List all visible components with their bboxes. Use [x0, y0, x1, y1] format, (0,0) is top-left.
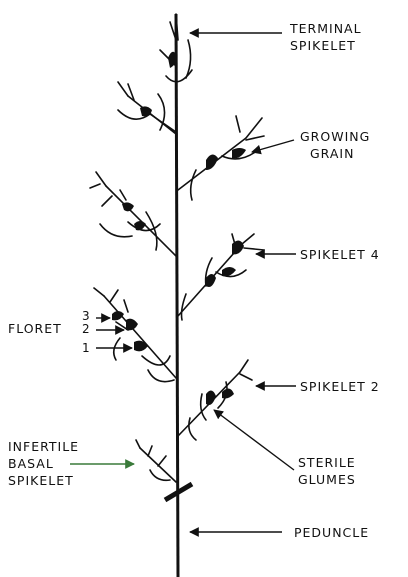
label-basal-line1: INFERTILE	[8, 438, 79, 455]
label-growing-line2: GRAIN	[300, 145, 370, 162]
left-spikelet-florets	[94, 288, 176, 382]
floret-3-grain	[112, 311, 124, 320]
label-sterile-line1: STERILE	[298, 454, 356, 471]
label-basal-line2: BASAL	[8, 455, 79, 472]
spikelet-2-grain-2	[206, 390, 216, 405]
right-spikelet-growing-grain	[178, 116, 264, 200]
label-basal-line3: SPIKELET	[8, 472, 79, 489]
left-spikelet-middle	[90, 172, 176, 256]
sterile-glumes-arrow	[214, 410, 294, 470]
floret-number-3: 3	[82, 310, 90, 322]
label-terminal-line1: TERMINAL	[290, 20, 362, 37]
label-floret: FLORET	[8, 320, 62, 337]
spikelet-4-grain-3	[206, 274, 216, 287]
floret-1-grain	[134, 341, 148, 352]
label-spikelet-4: SPIKELET 4	[300, 246, 380, 263]
label-spikelet-2: SPIKELET 2	[300, 378, 380, 395]
floret-number-2: 2	[82, 323, 90, 335]
basal-spikelet-drawing	[136, 440, 176, 482]
label-terminal-line2: SPIKELET	[290, 37, 362, 54]
label-peduncle: PEDUNCLE	[294, 524, 369, 541]
label-sterile-line2: GLUMES	[298, 471, 356, 488]
spikelet-2-drawing	[178, 360, 252, 440]
spikelet-4-drawing	[178, 234, 264, 320]
spikelet-2-grain-1	[222, 388, 234, 398]
label-infertile-basal: INFERTILE BASAL SPIKELET	[8, 438, 79, 489]
grain-arrow	[252, 140, 294, 152]
spikelet-4-grain-2	[222, 267, 236, 276]
label-sterile-glumes: STERILE GLUMES	[298, 454, 356, 488]
label-growing-grain: GROWING GRAIN	[300, 128, 370, 162]
floret-number-1: 1	[82, 342, 90, 354]
label-terminal: TERMINAL SPIKELET	[290, 20, 362, 54]
right-grain-1	[206, 154, 218, 170]
spikelet-4-grain-1	[232, 240, 244, 254]
floret-2-grain	[126, 319, 138, 331]
left-grain-middle-1	[122, 202, 134, 211]
label-growing-line1: GROWING	[300, 128, 370, 145]
left-grain-middle-2	[134, 221, 146, 230]
